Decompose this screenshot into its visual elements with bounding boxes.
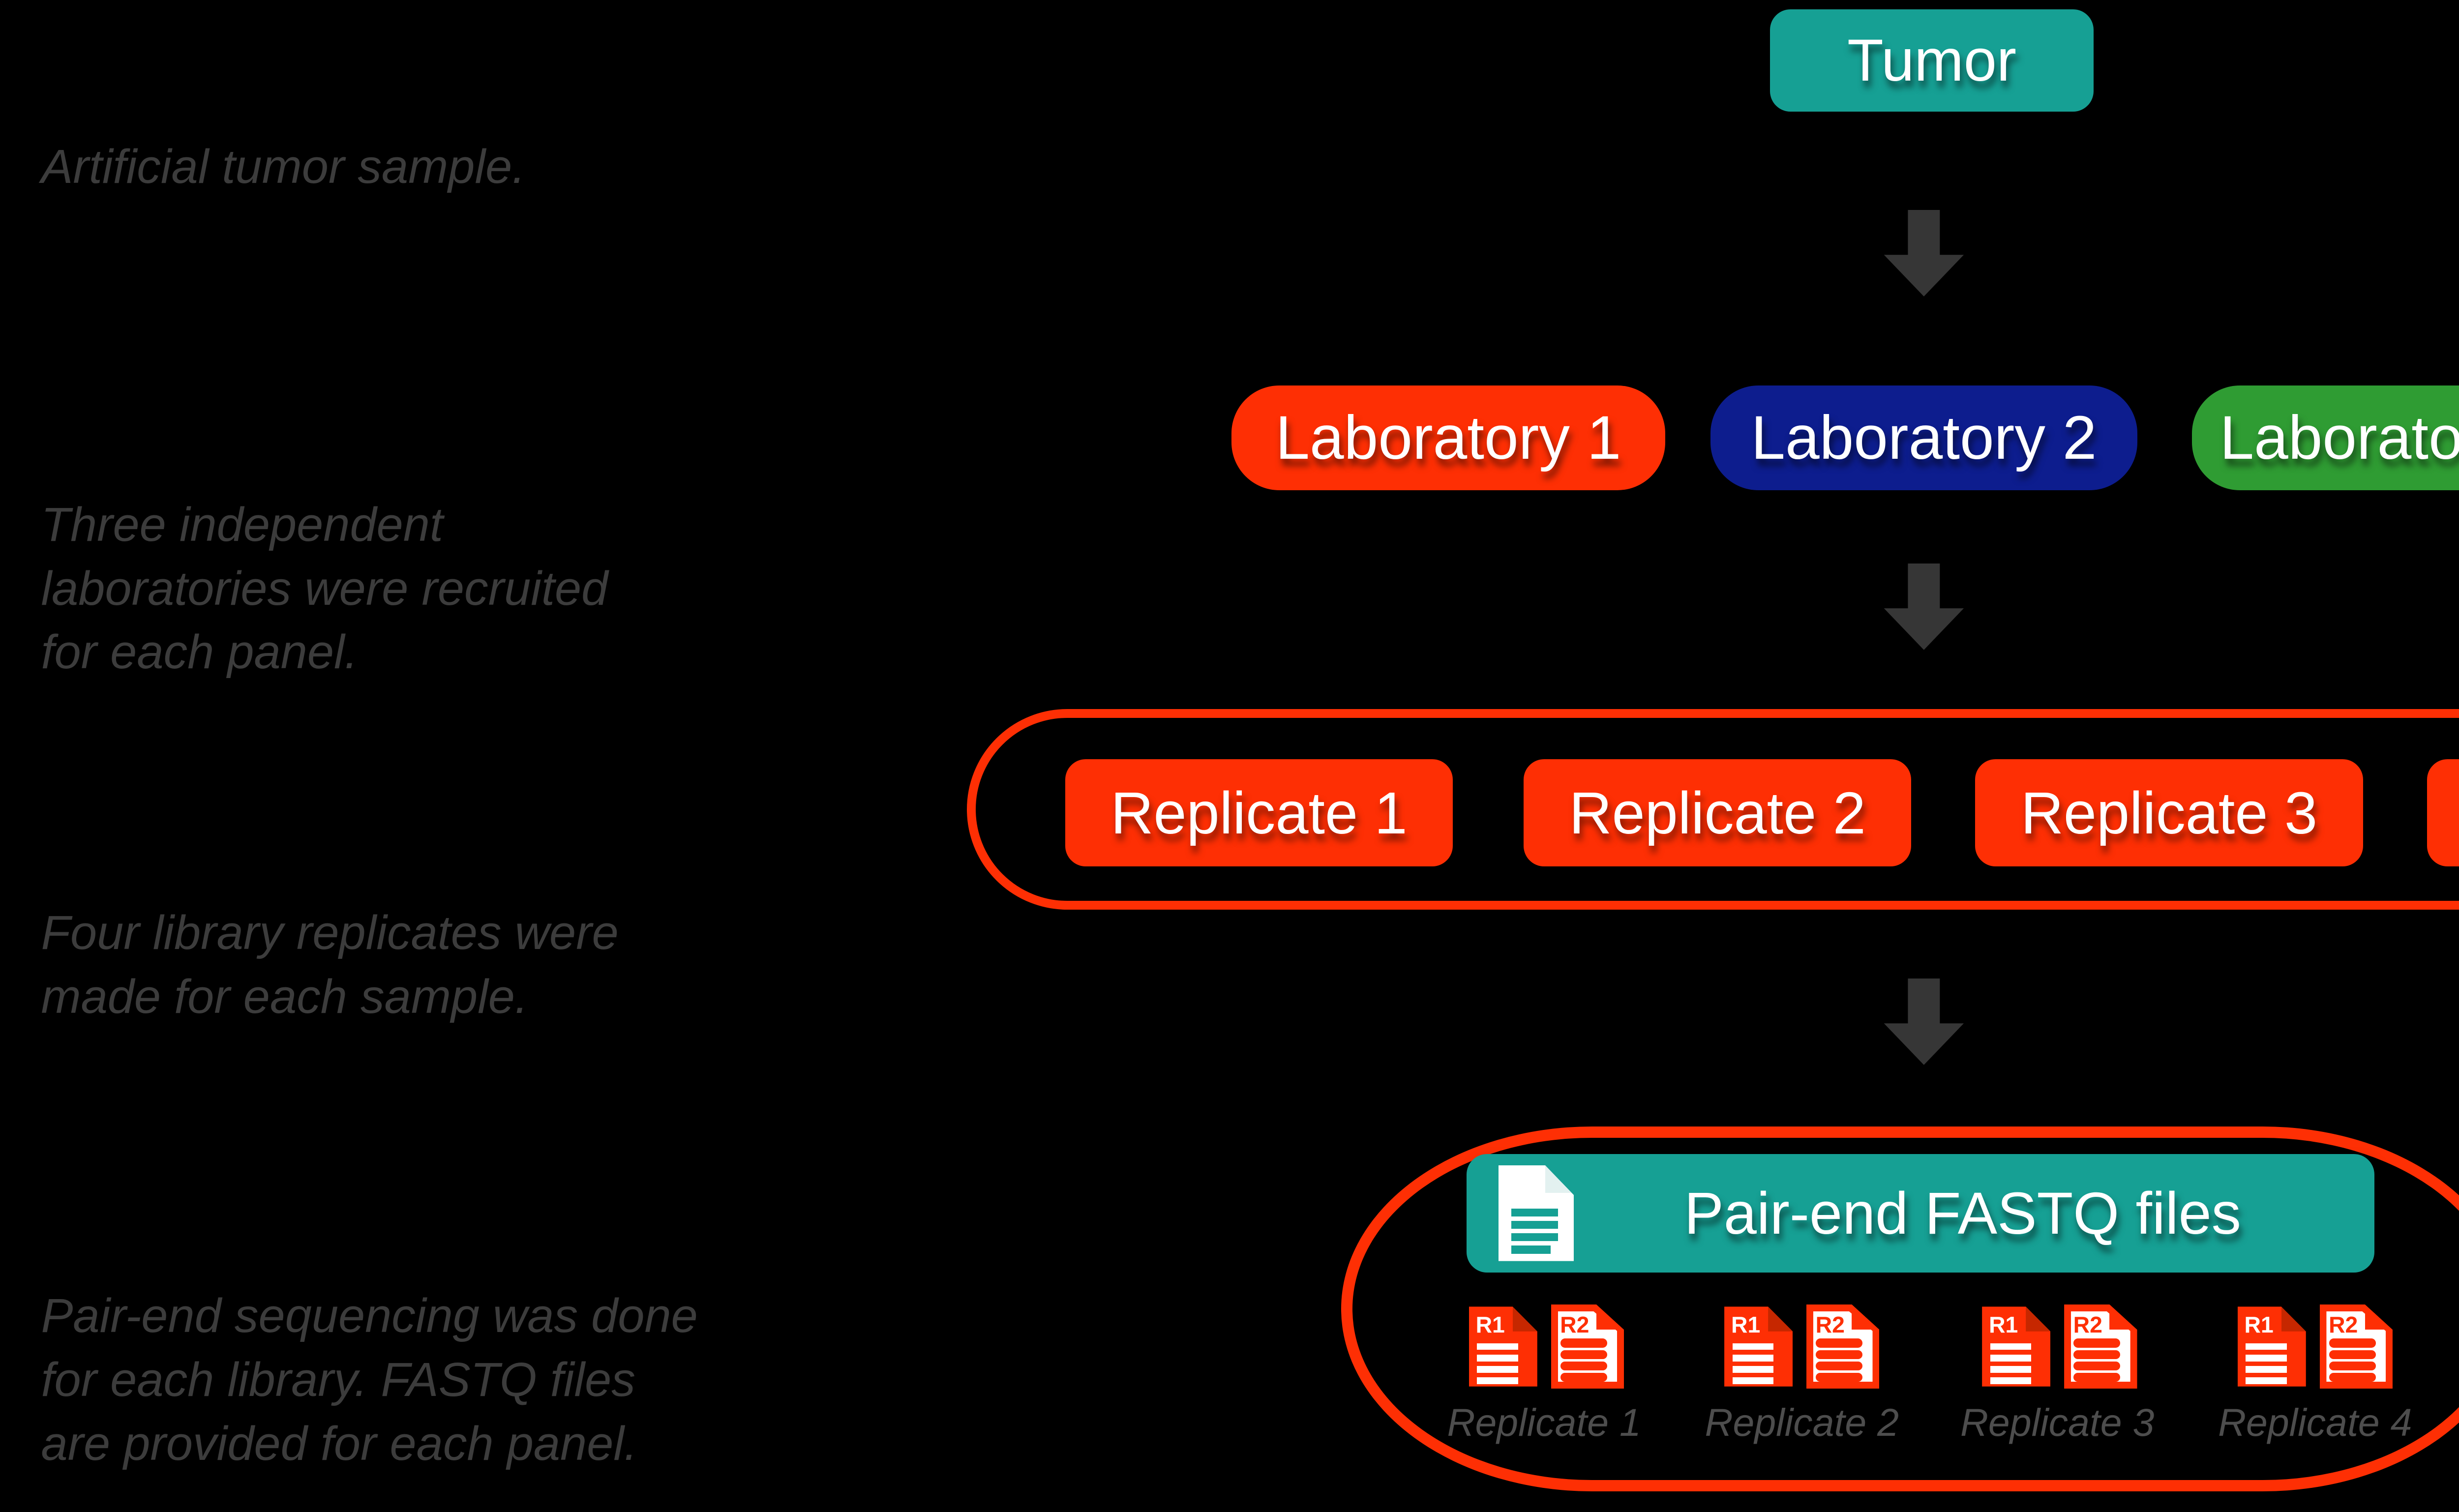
- laboratory-3-node: Laboratory 3: [2192, 385, 2459, 490]
- document-icon: [1499, 1165, 1574, 1261]
- fastq-pair: R1 R2: [1724, 1304, 1875, 1389]
- r1-label: R1: [2244, 1311, 2273, 1338]
- r2-label: R2: [2329, 1311, 2358, 1338]
- r2-label: R2: [1816, 1311, 1845, 1338]
- annotation-replicates: Four library replicates were made for ea…: [41, 901, 618, 1029]
- fastq-header-label: Pair-end FASTQ files: [1574, 1179, 2374, 1247]
- fastq-file-r1-icon: R1: [1469, 1306, 1537, 1386]
- fastq-file-r1-icon: R1: [1982, 1306, 2050, 1386]
- fastq-file-r1-icon: R1: [1724, 1306, 1793, 1386]
- fastq-pair-caption: Replicate 3: [1920, 1400, 2194, 1445]
- fastq-pair: R1 R2: [2238, 1304, 2388, 1389]
- annotation-laboratories: Three independent laboratories were recr…: [41, 493, 608, 684]
- r1-label: R1: [1731, 1311, 1760, 1338]
- fastq-header: Pair-end FASTQ files: [1467, 1154, 2374, 1273]
- laboratory-2-node: Laboratory 2: [1710, 385, 2137, 490]
- fastq-file-r2-icon: R2: [2320, 1304, 2393, 1389]
- fastq-pair-caption: Replicate 4: [2178, 1400, 2452, 1445]
- fastq-pair: R1 R2: [1469, 1304, 1619, 1389]
- replicate-1-node: Replicate 1: [1065, 759, 1453, 866]
- fastq-pair: R1 R2: [1982, 1304, 2132, 1389]
- annotation-artificial-tumor: Artificial tumor sample.: [41, 135, 525, 199]
- down-arrow-icon: [1884, 563, 1964, 650]
- fastq-pair-caption: Replicate 1: [1407, 1400, 1681, 1445]
- laboratory-1-node: Laboratory 1: [1231, 385, 1665, 490]
- r2-label: R2: [2073, 1311, 2102, 1338]
- r1-label: R1: [1476, 1311, 1505, 1338]
- tumor-node: Tumor: [1770, 9, 2094, 112]
- replicate-4-node: Replicate 4: [2427, 759, 2459, 866]
- down-arrow-icon: [1884, 978, 1964, 1065]
- replicate-3-node: Replicate 3: [1975, 759, 2363, 866]
- fastq-file-r2-icon: R2: [2064, 1304, 2137, 1389]
- fastq-file-r1-icon: R1: [2238, 1306, 2306, 1386]
- fastq-file-r2-icon: R2: [1806, 1304, 1879, 1389]
- annotation-sequencing: Pair-end sequencing was done for each li…: [41, 1284, 697, 1476]
- r2-label: R2: [1560, 1311, 1589, 1338]
- down-arrow-icon: [1884, 210, 1964, 296]
- r1-label: R1: [1989, 1311, 2018, 1338]
- fastq-file-r2-icon: R2: [1551, 1304, 1624, 1389]
- replicate-2-node: Replicate 2: [1524, 759, 1911, 866]
- fastq-pair-caption: Replicate 2: [1665, 1400, 1939, 1445]
